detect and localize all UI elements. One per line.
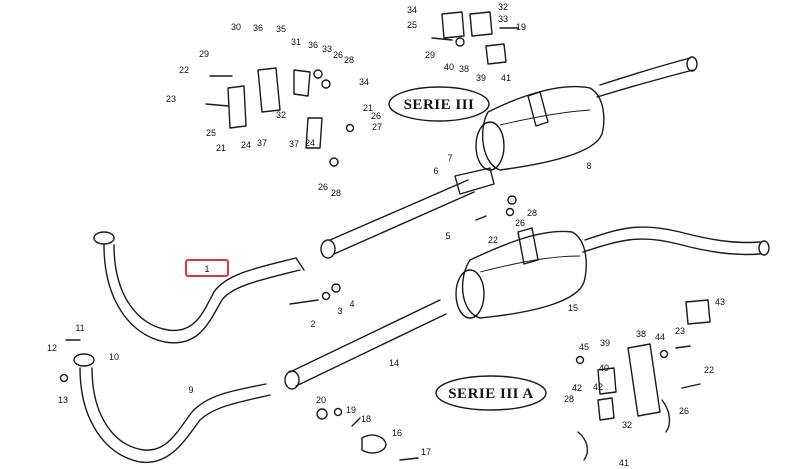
part-label: 3 [337,306,342,316]
part-label: 29 [425,50,435,60]
hardware-top-mid [431,11,519,65]
part-label: 22 [488,235,498,245]
part-label: 41 [619,458,629,468]
part-label: 28 [564,394,574,404]
part-label: 26 [679,406,689,416]
part-label: 37 [257,138,267,148]
part-label: 6 [433,166,438,176]
serie3a-silencer [455,227,587,319]
part-label: 2 [310,319,315,329]
part-label: 32 [622,420,632,430]
serie3-text: SERIE III [404,97,475,113]
part-label: 30 [231,22,241,32]
part-label: 19 [346,405,356,415]
part-label: 31 [291,37,301,47]
part-label: 23 [675,326,685,336]
part-label: 33 [498,14,508,24]
serie3a-intermediate-pipe [284,299,447,390]
part-label: 27 [372,122,382,132]
part-label: 21 [363,103,373,113]
highlight-box [185,259,229,277]
part-label: 10 [109,352,119,362]
part-label: 32 [498,2,508,12]
part-label: 28 [527,208,537,218]
part-label: 24 [241,140,251,150]
part-label: 35 [276,24,286,34]
serie3-intermediate-pipe [320,167,495,259]
part-label: 38 [459,64,469,74]
part-label: 21 [216,143,226,153]
part-label: 40 [599,363,609,373]
serie3a-text: SERIE III A [448,386,534,402]
part-label: 18 [361,414,371,424]
part-label: 28 [344,55,354,65]
part-label: 28 [331,188,341,198]
part-label: 19 [516,22,526,32]
part-label: 34 [359,77,369,87]
part-label: 17 [421,447,431,457]
part-label: 40 [444,62,454,72]
part-label: 12 [47,343,57,353]
part-label: 15 [568,303,578,313]
front-pipe-9 [73,353,271,464]
part-label: 26 [318,182,328,192]
hardware-center [289,195,517,305]
part-label: 14 [389,358,399,368]
part-label: 8 [586,161,591,171]
hardware-bottom [59,339,419,461]
part-label: 20 [316,395,326,405]
hardware-top-left [205,67,355,167]
part-label: 34 [407,5,417,15]
part-label: 38 [636,329,646,339]
part-label: 16 [392,428,402,438]
part-label: 5 [445,231,450,241]
part-label: 26 [371,111,381,121]
part-label: 45 [579,342,589,352]
part-label: 7 [447,153,452,163]
part-label: 32 [276,110,286,120]
part-number-labels: 30 36 35 31 36 33 26 28 29 22 34 23 25 2… [47,2,725,468]
part-label: 39 [600,338,610,348]
part-label: 29 [199,49,209,59]
part-label: 22 [704,365,714,375]
part-label: 42 [572,383,582,393]
part-label: 43 [715,297,725,307]
part-label: 41 [501,73,511,83]
part-label: 25 [407,20,417,30]
part-label: 25 [206,128,216,138]
part-label: 36 [253,23,263,33]
serie3a-tailpipe [582,226,770,256]
part-label: 37 [289,139,299,149]
part-label: 11 [75,323,84,333]
part-label: 24 [305,138,315,148]
hardware-bottom-right [575,299,711,461]
part-label: 42 [593,382,603,392]
part-label: 44 [655,332,665,342]
serie3-tailpipe [596,56,698,98]
part-label: 26 [515,218,525,228]
part-label: 23 [166,94,176,104]
serie3-label: SERIE III [388,86,490,122]
part-label: 4 [349,299,354,309]
part-label: 9 [188,385,193,395]
front-pipe-1 [93,231,305,344]
serie3a-label: SERIE III A [435,375,547,411]
part-label: 36 [308,40,318,50]
part-label: 39 [476,73,486,83]
part-label: 26 [333,50,343,60]
part-label: 22 [179,65,189,75]
serie3-silencer [475,85,605,171]
highlighted-part-number: 1 [204,264,209,274]
part-label: 33 [322,44,332,54]
part-label: 13 [58,395,68,405]
